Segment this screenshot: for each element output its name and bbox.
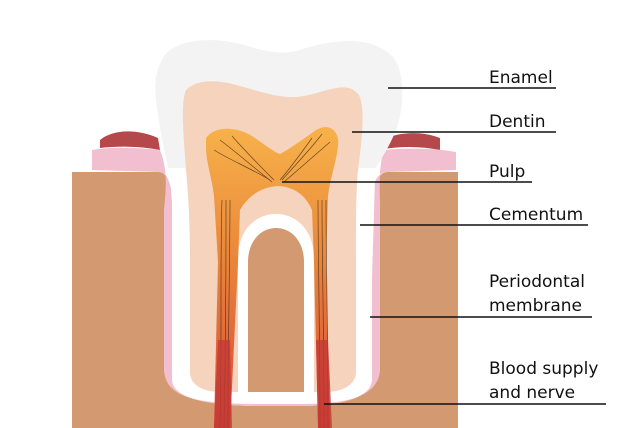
bone-between-roots (248, 228, 304, 392)
label-cementum: Cementum (489, 205, 583, 225)
blood-vessel-right (316, 340, 332, 428)
dentin-inner-arch (238, 214, 314, 392)
label-periodontal-line1: Periodontal (489, 272, 585, 292)
gum-tip-right (378, 133, 440, 150)
label-periodontal-line2: membrane (489, 296, 582, 316)
pulp (206, 127, 339, 428)
cementum-layer (168, 159, 376, 400)
label-enamel: Enamel (489, 68, 553, 88)
blood-vessel-left (214, 340, 232, 428)
periodontal-membrane (92, 147, 456, 406)
gum-tip-left (100, 131, 160, 150)
label-pulp: Pulp (489, 162, 525, 182)
label-blood-line2: and nerve (489, 383, 575, 403)
label-blood-line1: Blood supply (489, 359, 598, 379)
label-dentin: Dentin (489, 112, 546, 132)
